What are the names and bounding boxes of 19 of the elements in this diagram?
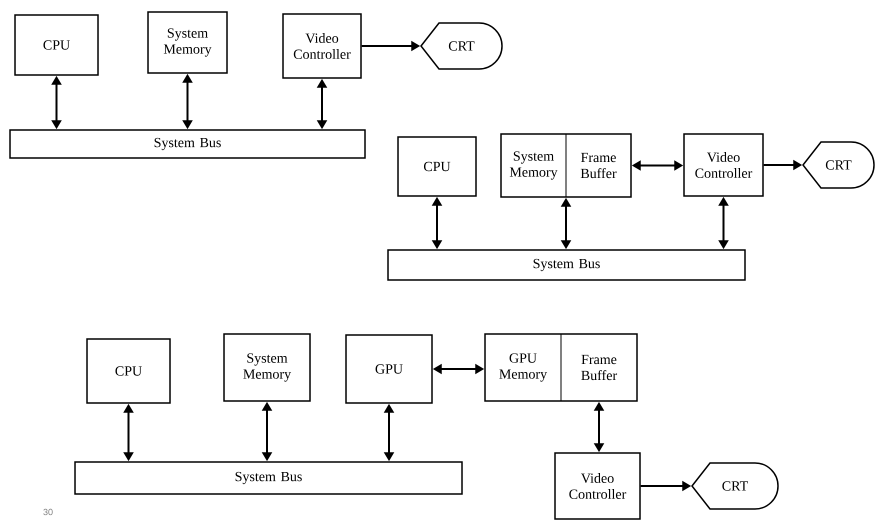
component-box: Video Controller [683, 133, 764, 197]
component-box: CPU [86, 338, 171, 404]
component-box: System Memory [223, 333, 311, 402]
bus-bar: System Bus [387, 249, 746, 281]
component-box: System Memory [147, 11, 228, 74]
memory-cell: Frame Buffer [581, 354, 618, 380]
component-box: Video Controller [282, 13, 362, 79]
bus-bar: System Bus [9, 129, 366, 159]
page-number: 30 [43, 508, 53, 516]
memory-box [484, 333, 638, 402]
component-box: CPU [397, 136, 477, 197]
memory-cell: Frame Buffer [580, 152, 617, 178]
memory-box [500, 133, 632, 198]
component-box: GPU [345, 334, 433, 404]
bus-bar: System Bus [74, 461, 463, 495]
memory-cell: System Memory [510, 151, 558, 180]
component-box: Video Controller [554, 452, 641, 520]
component-box: CPU [14, 14, 99, 76]
memory-cell: GPU Memory [499, 353, 548, 382]
